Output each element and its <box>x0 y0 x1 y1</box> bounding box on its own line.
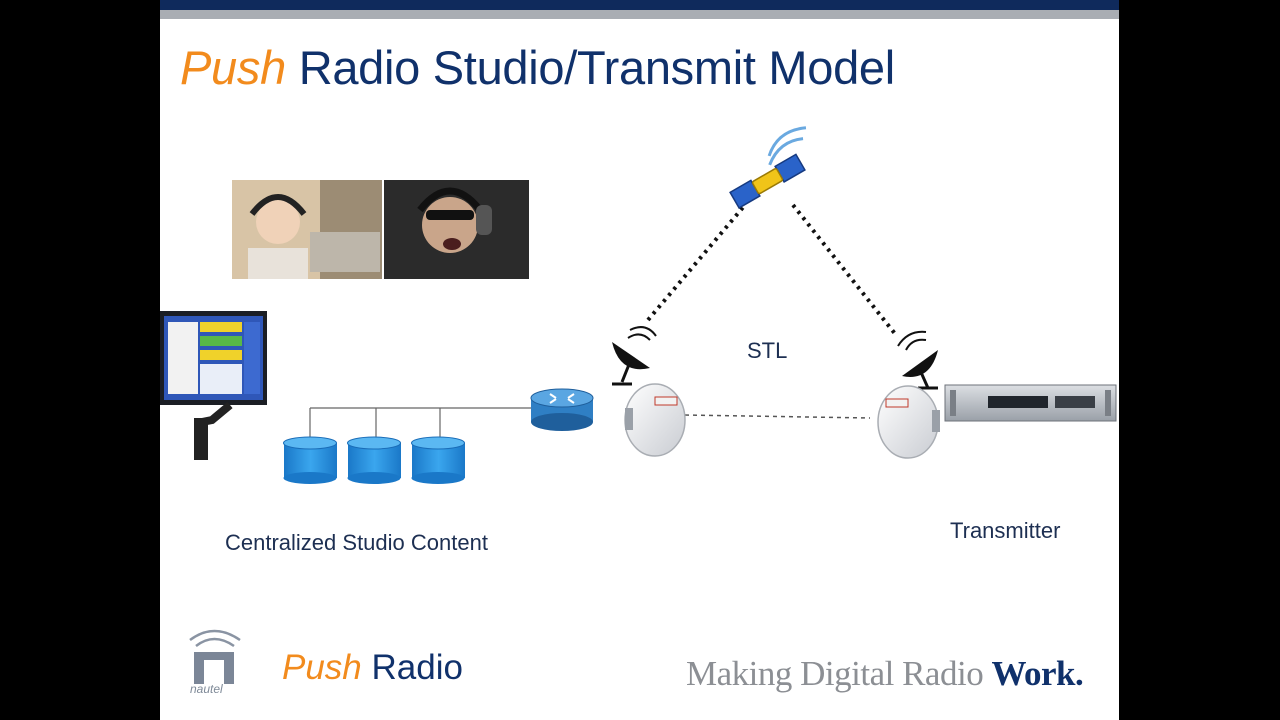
microwave-antenna-icon <box>625 384 685 456</box>
logo-wordmark: nautel <box>190 682 223 696</box>
tagline-main: Making Digital Radio <box>686 654 991 693</box>
transmitter-label: Transmitter <box>950 518 1060 544</box>
satellite-icon <box>719 124 824 208</box>
footer-brand: Push Radio <box>282 648 463 688</box>
nautel-logo-icon <box>190 631 240 684</box>
microwave-antenna-icon <box>878 386 940 458</box>
studio-content-label: Centralized Studio Content <box>225 530 488 556</box>
network-diagram <box>160 0 1119 720</box>
database-icon <box>284 437 338 484</box>
photo-icon <box>232 180 382 279</box>
slide: Push Radio Studio/Transmit Model <box>160 0 1119 720</box>
microwave-link-line <box>685 415 870 418</box>
router-icon <box>531 389 593 431</box>
footer-brand-rest: Radio <box>372 648 463 687</box>
tagline: Making Digital Radio Work. <box>686 654 1083 694</box>
uplink-line <box>648 205 745 320</box>
satellite-dish-icon <box>612 327 656 384</box>
database-icon <box>348 437 402 484</box>
monitor-icon <box>160 311 267 460</box>
stl-label: STL <box>747 338 787 364</box>
satellite-dish-icon <box>898 332 938 388</box>
database-icon <box>412 437 466 484</box>
transmitter-icon <box>945 385 1116 421</box>
tagline-bold: Work. <box>991 654 1083 693</box>
bus-lines <box>310 408 542 440</box>
footer-accent: Push <box>282 648 362 687</box>
downlink-line <box>793 205 896 335</box>
photo-icon <box>384 180 529 279</box>
